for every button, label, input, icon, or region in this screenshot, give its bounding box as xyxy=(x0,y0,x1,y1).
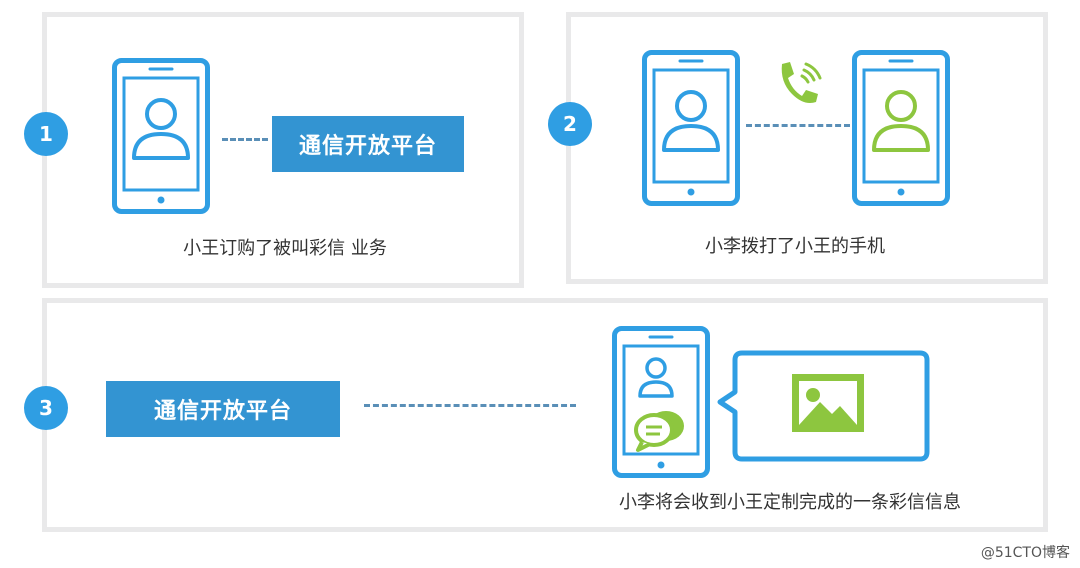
connector-line xyxy=(222,138,268,141)
step-2-badge: 2 xyxy=(548,102,592,146)
step-1-badge: 1 xyxy=(24,112,68,156)
phone-receiver-icon xyxy=(612,326,710,478)
platform-box: 通信开放平台 xyxy=(272,116,464,172)
step-3-badge: 3 xyxy=(24,386,68,430)
step-3-caption: 小李将会收到小王定制完成的一条彩信信息 xyxy=(619,492,961,513)
image-icon xyxy=(792,374,864,432)
watermark: @51CTO博客 xyxy=(980,545,1070,561)
chat-bubble-icon xyxy=(634,411,684,452)
phone-xiaoli-icon xyxy=(642,50,740,206)
step-2-caption: 小李拨打了小王的手机 xyxy=(705,236,885,257)
phone-xiaowang-green-icon xyxy=(852,50,950,206)
phone-call-icon xyxy=(781,62,822,103)
delivery-connector-line xyxy=(364,404,576,407)
platform-box-3: 通信开放平台 xyxy=(106,381,340,437)
phone-xiaowang-icon xyxy=(112,58,210,214)
step-1-caption: 小王订购了被叫彩信 业务 xyxy=(183,238,387,259)
call-connector-line xyxy=(746,124,850,127)
